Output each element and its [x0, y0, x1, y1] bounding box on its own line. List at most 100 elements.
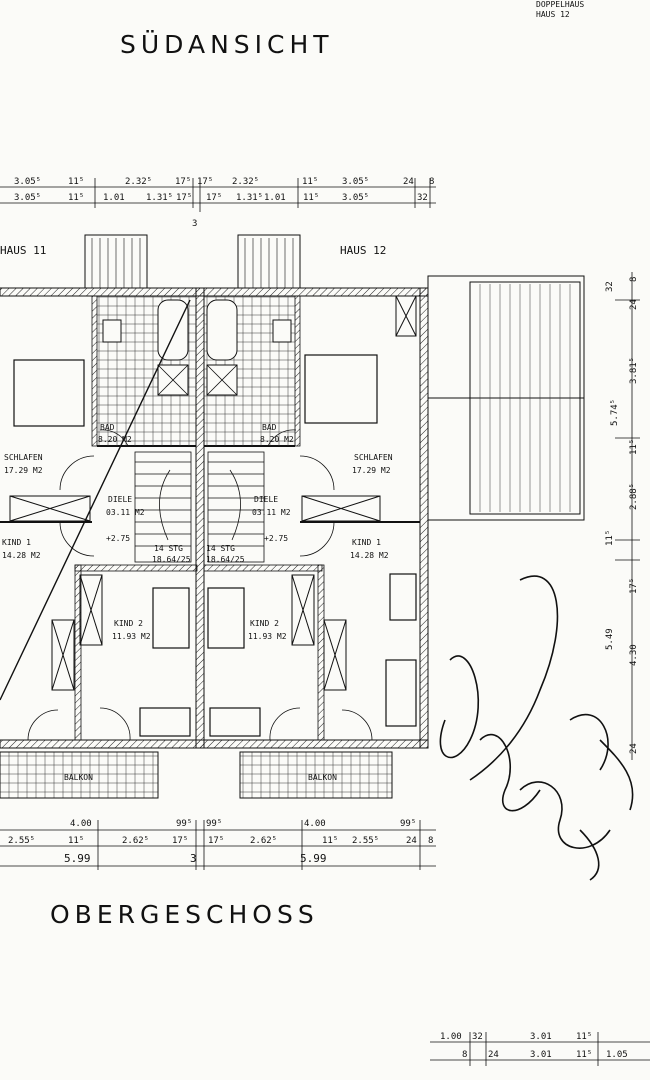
room-schlafen-left-name: SCHLAFEN	[4, 453, 43, 462]
dim-lower-2: 32	[472, 1032, 483, 1042]
dim-right-10: 5.49	[605, 628, 615, 650]
dim-bottom2-2: 11⁵	[68, 836, 84, 846]
dim-top-1: 3.05⁵	[14, 177, 41, 187]
dim-lower2-4: 11⁵	[576, 1050, 592, 1060]
stairs-right-ratio: 18.64/25	[206, 555, 245, 564]
dim-right-12: 24	[629, 743, 639, 754]
dim-top2-5: 17⁵	[176, 193, 192, 203]
dim-right-11: 4.30	[629, 644, 639, 666]
dim-bottom2-8: 2.55⁵	[352, 836, 379, 846]
dim-right-9: 17⁵	[629, 578, 639, 594]
desk-kind2-right	[209, 707, 261, 737]
bed-kind2-left	[152, 587, 190, 649]
dim-top-below: 3	[192, 219, 197, 229]
dim-bottom2-3: 2.62⁵	[122, 836, 149, 846]
dim-bottom-3: 99⁵	[206, 819, 222, 829]
dim-top2-3: 1.01	[103, 193, 125, 203]
room-kind2-left-name: KIND 2	[114, 619, 143, 628]
stamp-line2: HAUS 12	[536, 10, 570, 19]
top-dimension-row2: 3.05⁵ 11⁵ 1.01 1.31⁵ 17⁵ 17⁵ 1.31⁵ 1.01 …	[14, 193, 428, 229]
dim-top2-9: 11⁵	[303, 193, 319, 203]
dim-bottom-2: 99⁵	[176, 819, 192, 829]
floor-title: OBERGESCHOSS	[50, 900, 319, 929]
room-diele-right-name: DIELE	[254, 495, 278, 504]
washbasin-left	[102, 319, 122, 343]
bed-schlafen-left	[13, 359, 85, 427]
dim-lower-1: 1.00	[440, 1032, 462, 1042]
room-kind1-right-area: 14.28 M2	[350, 551, 389, 560]
stairs-left-steps: 14 STG	[154, 544, 183, 553]
washbasin-right	[272, 319, 292, 343]
bed-kind2-right	[207, 587, 245, 649]
room-diele-left-name: DIELE	[108, 495, 132, 504]
dim-bottom2-10: 8	[428, 836, 433, 846]
dim-bottom2-5: 17⁵	[208, 836, 224, 846]
room-bad-left-area: 8.20 M2	[98, 435, 132, 444]
dim-right-7: 2.88⁵	[629, 483, 639, 510]
dim-top-10: 8	[429, 177, 434, 187]
bathtub-right	[206, 299, 238, 361]
desk-kind2-left	[139, 707, 191, 737]
dim-right-6: 11⁵	[629, 439, 639, 455]
dim-bottom2-6: 2.62⁵	[250, 836, 277, 846]
top-dimension-chains	[0, 178, 436, 212]
stairs	[134, 451, 265, 563]
room-bad-right-area: 8.20 M2	[260, 435, 294, 444]
bathtub-left	[157, 299, 189, 361]
dim-right-1: 32	[605, 281, 615, 292]
room-kind1-right-name: KIND 1	[352, 538, 381, 547]
dim-top-9: 24	[403, 177, 414, 187]
dim-top-2: 11⁵	[68, 177, 84, 187]
dim-lower-4: 11⁵	[576, 1032, 592, 1042]
stamp-line1: DOPPELHAUS	[536, 0, 585, 9]
room-schlafen-left-area: 17.29 M2	[4, 466, 43, 475]
elevation-title: SÜDANSICHT	[120, 30, 334, 59]
stairs-left-ratio: 18.64/25	[152, 555, 191, 564]
dim-bottom-1: 4.00	[70, 819, 92, 829]
dim-bottom3-3: 5.99	[300, 852, 327, 865]
room-kind2-left-area: 11.93 M2	[112, 632, 151, 641]
dim-top-8: 3.05⁵	[342, 177, 369, 187]
dim-bottom2-9: 24	[406, 836, 417, 846]
dim-right-4: 5.74⁵	[610, 399, 620, 426]
room-kind1-left-name: KIND 1	[2, 538, 31, 547]
bed-kind1-right	[385, 659, 417, 727]
dim-top-5: 17⁵	[197, 177, 213, 187]
room-schlafen-right-name: SCHLAFEN	[354, 453, 393, 462]
dim-bottom-4: 4.00	[304, 819, 326, 829]
dim-top2-4: 1.31⁵	[146, 193, 173, 203]
signature	[439, 575, 634, 881]
dim-right-8: 11⁵	[605, 530, 615, 546]
dim-right-3: 8	[629, 277, 639, 282]
dim-top2-7: 1.31⁵	[236, 193, 263, 203]
dim-lower2-5: 1.05	[606, 1050, 628, 1060]
balconies	[0, 751, 393, 799]
balcony-right: BALKON	[308, 773, 337, 782]
dim-bottom3-1: 5.99	[64, 852, 91, 865]
roof-windows	[84, 234, 301, 289]
dim-top-3: 2.32⁵	[125, 177, 152, 187]
house-label-right: HAUS 12	[340, 244, 386, 257]
room-kind2-right-name: KIND 2	[250, 619, 279, 628]
dim-top-6: 2.32⁵	[232, 177, 259, 187]
dim-top-7: 11⁵	[302, 177, 318, 187]
dim-lower2-3: 3.01	[530, 1050, 552, 1060]
door-swings	[27, 429, 373, 741]
room-bad-right-name: BAD	[262, 423, 277, 432]
balcony-left: BALKON	[64, 773, 93, 782]
dim-lower2-1: 8	[462, 1050, 467, 1060]
room-diele-right-area: 03.11 M2	[252, 508, 291, 517]
room-kind1-left-area: 14.28 M2	[2, 551, 41, 560]
side-structure	[427, 275, 585, 521]
dim-top2-6: 17⁵	[206, 193, 222, 203]
desk-kind1-right	[389, 573, 417, 621]
dim-top2-2: 11⁵	[68, 193, 84, 203]
dim-bottom2-1: 2.55⁵	[8, 836, 35, 846]
dim-lower2-2: 24	[488, 1050, 499, 1060]
dim-top2-11: 32	[417, 193, 428, 203]
dim-lower-3: 3.01	[530, 1032, 552, 1042]
house-label-left: HAUS 11	[0, 244, 46, 257]
room-bad-left-name: BAD	[100, 423, 115, 432]
dim-bottom3-2: 3	[190, 852, 197, 865]
